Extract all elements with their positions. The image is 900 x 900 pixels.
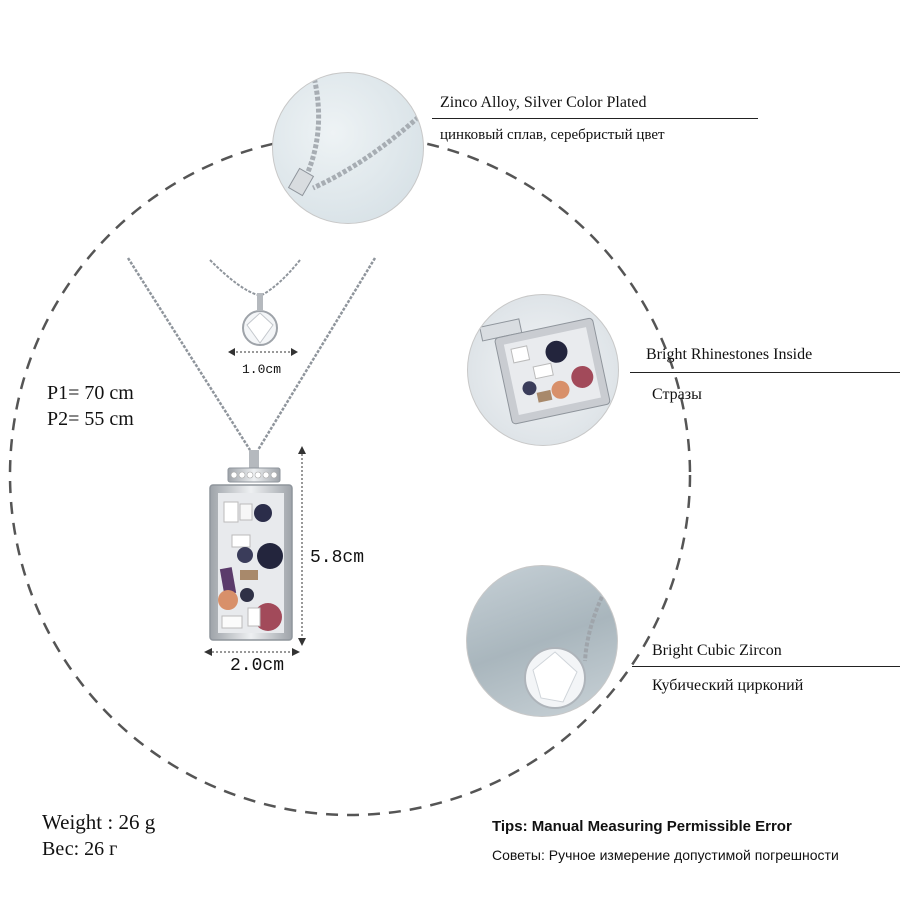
width-arrow-large: [204, 648, 300, 656]
feature-1-en: Zinco Alloy, Silver Color Plated: [440, 94, 647, 111]
feature-1-ru: цинковый сплав, серебристый цвет: [440, 127, 665, 143]
body-width-label: 2.0cm: [230, 656, 285, 676]
pendant-width-label: 1.0cm: [242, 362, 282, 377]
small-zircon-pendant: [242, 293, 278, 346]
feature-2-ru: Стразы: [652, 386, 702, 403]
feature-3-rule: [632, 666, 900, 667]
body-height-label: 5.8cm: [310, 548, 365, 568]
chain-length-p2: P2= 55 cm: [47, 408, 134, 430]
feature-2-en: Bright Rhinestones Inside: [646, 346, 813, 363]
rhinestone-pendant-closeup-icon: [467, 294, 619, 446]
chain-length-p1: P1= 70 cm: [47, 382, 134, 404]
feature-2-rule: [630, 372, 900, 373]
weight-en: Weight : 26 g: [42, 810, 156, 834]
tips-ru: Советы: Ручное измерение допустимой погр…: [492, 847, 839, 863]
chain-closeup-icon: [272, 72, 424, 224]
necklace-illustration: [126, 257, 377, 641]
feature-3-en: Bright Cubic Zircon: [652, 642, 782, 659]
tips-en: Tips: Manual Measuring Permissible Error: [492, 818, 792, 835]
feature-3-ru: Кубический цирконий: [652, 677, 804, 694]
width-arrow-small: [228, 348, 298, 356]
weight-ru: Вес: 26 г: [42, 838, 118, 860]
height-arrow: [298, 446, 306, 646]
zircon-closeup-icon: [466, 565, 618, 717]
feature-1-rule: [432, 118, 758, 119]
